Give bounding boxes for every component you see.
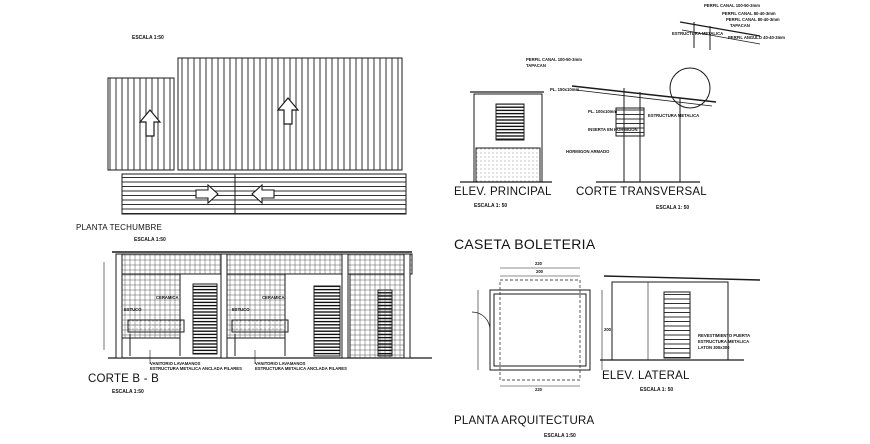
corte-bb-note-8: ESTRUCTURA METALICA ANCLADA PILARES xyxy=(255,366,347,371)
corte-bb-note-5: VANITORIO LAVAMANOS xyxy=(150,361,201,366)
corte-transversal-note-7: HORMIGON ARMADO xyxy=(566,149,610,154)
corte-transversal-scale: ESCALA 1: 50 xyxy=(656,205,690,211)
detail-note-4: TAPACAN xyxy=(730,23,750,28)
corte-transversal-note-4: PL. 100x10mm xyxy=(588,109,618,114)
planta-dim-right: 200 xyxy=(604,327,611,332)
planta-arquitectura-scale: ESCALA 1:50 xyxy=(544,433,576,439)
planta-techumbre-scale: ESCALA 1:50 xyxy=(134,237,166,243)
elev-lateral-drawing xyxy=(600,275,761,361)
elev-lateral-note-1: REVESTIMIENTO PUERTA xyxy=(698,333,751,338)
corte-bb-note-2: CERAMICA xyxy=(262,295,285,300)
elev-lateral-note-2: ESTRUCTURA METALICA xyxy=(698,339,750,344)
corte-bb-scale: ESCALA 1:50 xyxy=(112,389,144,395)
corte-transversal-note-5: ESTRUCTURA METALICA xyxy=(648,113,700,118)
planta-arquitectura-drawing xyxy=(471,267,603,387)
corte-bb-note-3: ESTUCO xyxy=(124,307,142,312)
corte-bb-note-4: ESTUCO xyxy=(232,307,250,312)
elev-principal-title: ELEV. PRINCIPAL xyxy=(454,186,552,198)
corte-transversal-note-1: PERFIL CANAL 100-50-3mm xyxy=(526,57,582,62)
corte-transversal-note-2: TAPACAN xyxy=(526,63,546,68)
elev-lateral-note-3: LATON 300x300 xyxy=(698,345,730,350)
corte-bb-note-7: VANITORIO LAVAMANOS xyxy=(255,361,306,366)
elev-lateral-scale: ESCALA 1: 50 xyxy=(640,387,674,393)
elev-principal-scale: ESCALA 1: 50 xyxy=(474,203,508,209)
elev-principal-drawing xyxy=(460,91,552,183)
detail-note-1: PERFIL CANAL 100-50-3mm xyxy=(704,3,760,8)
corte-transversal-drawing xyxy=(571,21,761,183)
corte-transversal-title: CORTE TRANSVERSAL xyxy=(576,186,707,198)
planta-arquitectura-title: PLANTA ARQUITECTURA xyxy=(454,415,595,427)
planta-dim-top-inner: 200 xyxy=(536,269,543,274)
detail-note-6: ESTRUCTURA METALICA xyxy=(672,31,724,36)
detail-note-3: PERFIL CANAL 80-40-3mm xyxy=(726,17,780,22)
elev-lateral-title: ELEV. LATERAL xyxy=(602,370,690,382)
corte-bb-drawing xyxy=(103,251,432,364)
detail-note-5: PERFIL ANGULO 40-40-3mm xyxy=(728,35,786,40)
planta-techumbre-drawing xyxy=(107,57,407,215)
corte-transversal-note-6: INSERTA EN HORMIGON xyxy=(588,127,638,132)
planta-techumbre-title: PLANTA TECHUMBRE xyxy=(76,223,163,232)
planta-dim-bottom: 220 xyxy=(535,387,542,392)
corte-bb-note-6: ESTRUCTURA METALICA ANCLADA PILARES xyxy=(150,366,242,371)
corte-transversal-note-3: PL. 150x10mm xyxy=(550,87,580,92)
detail-note-2: PERFIL CANAL 80-40-3mm xyxy=(722,11,776,16)
planta-techumbre-scale-top: ESCALA 1:50 xyxy=(132,35,164,41)
corte-bb-note-1: CERAMICA xyxy=(156,295,179,300)
sheet-title: CASETA BOLETERIA xyxy=(454,236,596,252)
planta-dim-top: 220 xyxy=(535,261,542,266)
corte-bb-title: CORTE B - B xyxy=(88,373,159,385)
